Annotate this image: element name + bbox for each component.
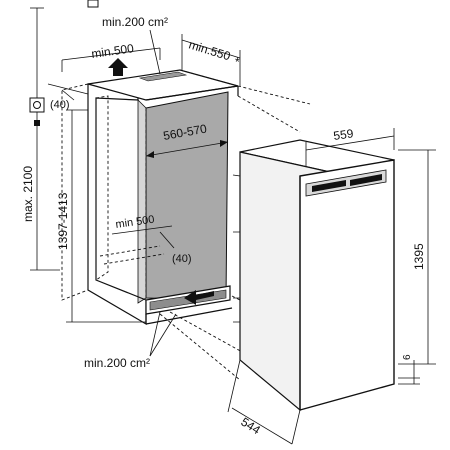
socket-icon (29, 97, 45, 126)
appliance-depth-label: 544 (238, 415, 263, 438)
niche-rear-outline (61, 83, 89, 301)
niche-edge (145, 307, 233, 325)
appliance-height-label: 1395 (412, 243, 426, 270)
dimension-lines (30, 7, 436, 445)
hinge-detail (233, 297, 241, 323)
niche-floor-line (103, 253, 165, 265)
bottom-offset-label: (40) (172, 253, 192, 265)
top-airflow-arrow (108, 58, 128, 76)
plug-icon (87, 0, 99, 8)
door-handle-grip (350, 174, 382, 186)
top-vent-slot (138, 71, 188, 82)
bottom-vent-label: min.200 cm² (84, 356, 150, 370)
appliance-door (299, 159, 395, 411)
niche-rear-outline (95, 95, 109, 281)
top-offset-label: (40) (50, 99, 70, 111)
vent-path (159, 313, 241, 381)
niche-edge (145, 85, 239, 101)
niche-height-label: 1397-1413 (56, 192, 70, 250)
top-vent-label: min.200 cm² (102, 15, 168, 29)
niche-back-wall (145, 91, 229, 301)
appliance-width-label: 559 (332, 126, 354, 143)
foot-height-label: 6 (402, 354, 413, 360)
inner-depth-label: min 500 (115, 214, 155, 231)
appliance (232, 139, 395, 412)
side-depth-mark: * (235, 55, 240, 69)
side-depth-label: min.550 (187, 37, 232, 63)
max-height-label: max. 2100 (21, 166, 35, 222)
hinge-detail (232, 174, 241, 233)
vent-path (237, 85, 311, 105)
bottom-airflow-arrow (184, 290, 214, 305)
top-depth-label: min.500 (90, 41, 135, 61)
niche-top-line (179, 69, 239, 87)
niche-front-frame (87, 83, 147, 326)
niche-left-inner-wall (137, 99, 147, 304)
door-handle-grip (312, 180, 346, 192)
niche-floor-line (99, 245, 161, 257)
vent-path (237, 95, 301, 133)
